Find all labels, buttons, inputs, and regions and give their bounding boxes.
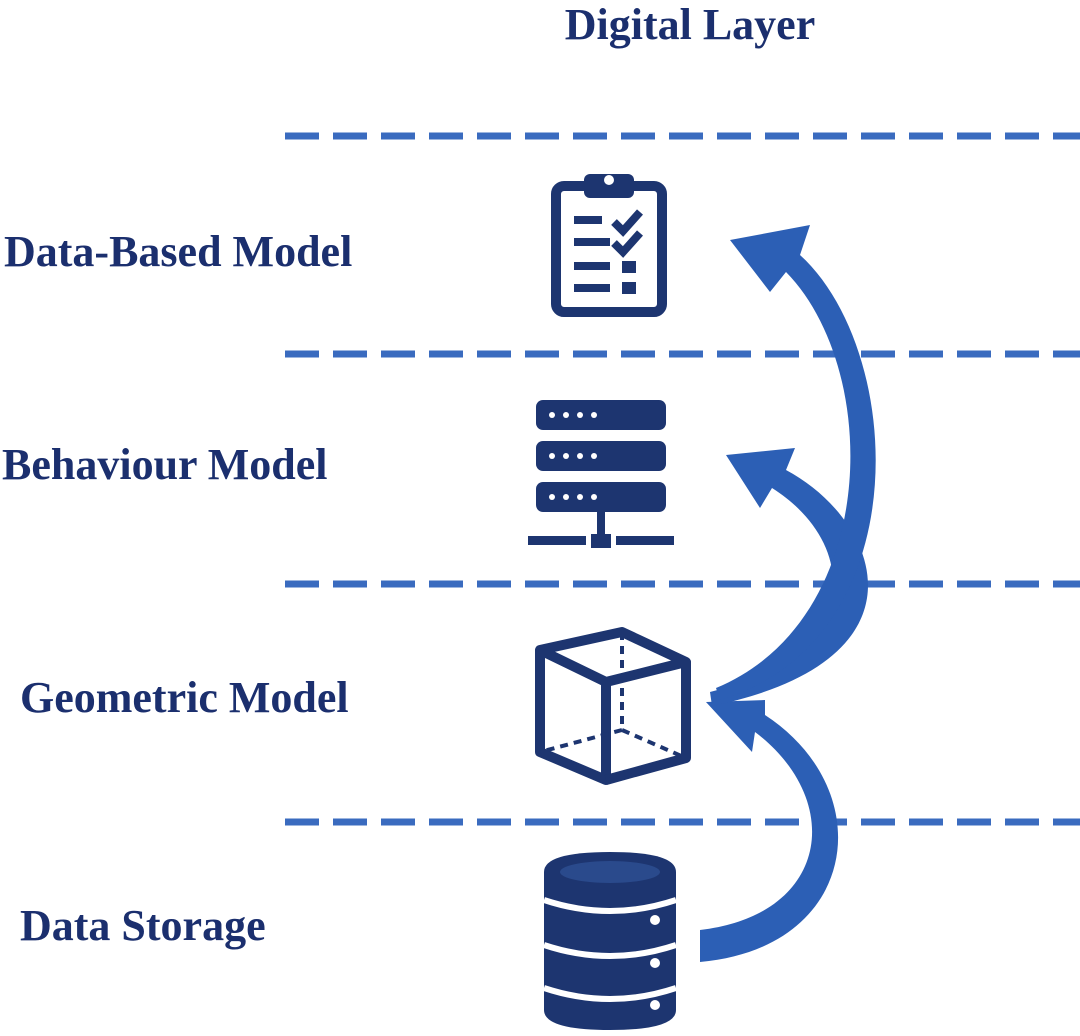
cube-icon [535, 627, 691, 785]
layer-label-data-based-model: Data-Based Model [4, 227, 353, 276]
server-rack-icon [528, 400, 674, 548]
clipboard-checklist-icon [551, 174, 667, 317]
arrow-geometric-to-data-based [716, 225, 876, 700]
layer-label-geometric-model: Geometric Model [20, 673, 349, 722]
layer-label-behaviour-model: Behaviour Model [2, 440, 328, 489]
layer-label-data-storage: Data Storage [20, 901, 266, 950]
arrow-storage-to-geometric [700, 700, 839, 962]
layer-dividers [285, 132, 1080, 826]
diagram-title: Digital Layer [564, 0, 816, 49]
arrow-geometric-to-behaviour [710, 448, 868, 706]
flow-arrows [700, 225, 876, 962]
database-icon [543, 852, 677, 1030]
